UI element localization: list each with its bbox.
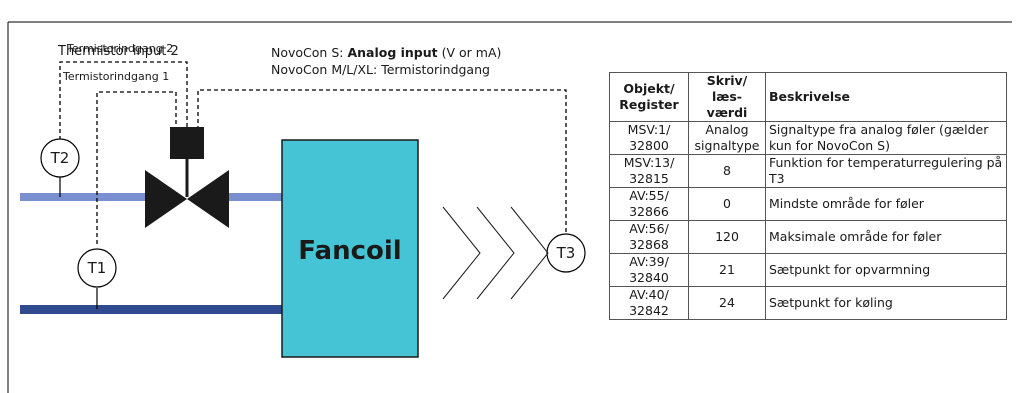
table-row: MSV:13/32815 8 Funktion for temperaturre… <box>609 154 1007 188</box>
description-cell: Funktion for temperaturregulering på T3 <box>765 154 1007 188</box>
register-name: AV:40/ <box>629 287 669 302</box>
sensor-t1-label: T1 <box>87 259 107 277</box>
header-objekt-register: Objekt/ Register <box>609 72 689 122</box>
sensor-t2-circle <box>40 138 80 178</box>
register-number: 32815 <box>629 171 669 186</box>
register-name: AV:39/ <box>629 254 669 269</box>
parameter-table: Objekt/ Register Skriv/ læs-værdi Beskri… <box>609 72 1007 320</box>
register-cell: AV:55/32866 <box>609 187 689 221</box>
label-novocon-s: NovoCon S: Analog input (V or mA) <box>271 46 501 60</box>
value-cell: 0 <box>688 187 766 221</box>
wire-t2 <box>59 61 188 140</box>
value-cell: 24 <box>688 286 766 320</box>
valve-body-right <box>187 170 229 228</box>
table-row: AV:39/32840 21 Sætpunkt for opvarmning <box>609 253 1007 287</box>
description-cell: Mindste område for føler <box>765 187 1007 221</box>
register-number: 32868 <box>629 237 669 252</box>
table-row: MSV:1/32800 Analog signaltype Signaltype… <box>609 121 1007 155</box>
value-cell: 21 <box>688 253 766 287</box>
register-cell: MSV:1/32800 <box>609 121 689 155</box>
supply-pipe-left <box>20 193 145 201</box>
label-termistorindgang-2: Termistorindgang 2 <box>67 42 174 55</box>
fancoil-box <box>281 139 419 358</box>
value-cell: Analog signaltype <box>688 121 766 155</box>
sensor-t1-circle <box>77 248 117 288</box>
register-cell: MSV:13/32815 <box>609 154 689 188</box>
register-cell: AV:40/32842 <box>609 286 689 320</box>
register-name: AV:55/ <box>629 188 669 203</box>
airflow-chevron-2 <box>476 206 515 300</box>
label-novocon-s-suffix: (V or mA) <box>441 45 502 60</box>
airflow-chevron-3 <box>510 206 549 300</box>
label-termistorindgang-1: Termistorindgang 1 <box>63 70 170 83</box>
register-cell: AV:56/32868 <box>609 220 689 254</box>
return-pipe <box>20 305 282 314</box>
value-cell: 120 <box>688 220 766 254</box>
fancoil-label: Fancoil <box>298 236 402 266</box>
register-number: 32842 <box>629 303 669 318</box>
header-skriv-laes-vaerdi: Skriv/ læs-værdi <box>688 72 766 122</box>
wire-t3 <box>197 89 567 232</box>
description-cell: Sætpunkt for køling <box>765 286 1007 320</box>
register-name: MSV:13/ <box>623 155 675 170</box>
table-row: AV:55/32866 0 Mindste område for føler <box>609 187 1007 221</box>
register-name: MSV:1/ <box>627 122 671 137</box>
valve-body-left <box>145 170 187 228</box>
register-number: 32840 <box>629 270 669 285</box>
supply-pipe-right <box>210 193 282 201</box>
sensor-t2-label: T2 <box>50 149 70 167</box>
airflow-chevron-1 <box>442 206 481 300</box>
table-row: AV:40/32842 24 Sætpunkt for køling <box>609 286 1007 320</box>
header-beskrivelse: Beskrivelse <box>765 72 1007 122</box>
description-cell: Signaltype fra analog føler (gælder kun … <box>765 121 1007 155</box>
description-cell: Maksimale område for føler <box>765 220 1007 254</box>
register-name: AV:56/ <box>629 221 669 236</box>
label-thermistor-input-2: Thermistor input 2 <box>58 44 179 59</box>
register-cell: AV:39/32840 <box>609 253 689 287</box>
wire-t1 <box>96 91 177 244</box>
value-cell: 8 <box>688 154 766 188</box>
label-novocon-s-prefix: NovoCon S: <box>271 45 348 60</box>
register-number: 32866 <box>629 204 669 219</box>
valve-actuator <box>170 127 204 159</box>
sensor-t3-label: T3 <box>556 244 576 262</box>
label-novocon-mlxl: NovoCon M/L/XL: Termistorindgang <box>271 62 490 77</box>
table-header-row: Objekt/ Register Skriv/ læs-værdi Beskri… <box>609 72 1007 122</box>
register-number: 32800 <box>629 138 669 153</box>
table-row: AV:56/32868 120 Maksimale område for føl… <box>609 220 1007 254</box>
label-novocon-s-bold: Analog input <box>347 45 438 60</box>
sensor-t3-circle <box>546 233 586 273</box>
description-cell: Sætpunkt for opvarmning <box>765 253 1007 287</box>
